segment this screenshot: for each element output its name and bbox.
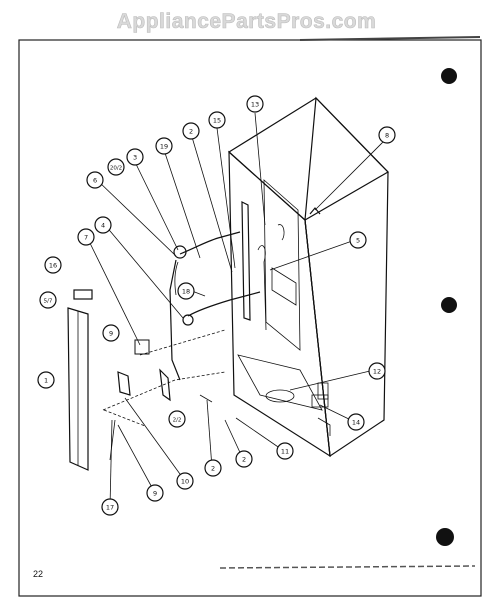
svg-text:8: 8 (385, 132, 389, 140)
svg-text:3: 3 (133, 154, 137, 162)
callout-4: 4 (94, 216, 112, 234)
svg-text:18: 18 (182, 288, 190, 296)
svg-text:1: 1 (44, 377, 48, 385)
callout-2: 2 (235, 450, 253, 468)
leader-lines (86, 112, 386, 508)
callout-17: 17 (101, 498, 119, 516)
svg-text:20/2: 20/2 (110, 166, 122, 172)
callout-5: 5 (349, 231, 367, 249)
callout-18: 18 (177, 282, 195, 300)
panel-clip (73, 289, 93, 300)
callout-9: 9 (102, 324, 120, 342)
svg-text:2: 2 (242, 456, 246, 464)
svg-text:9: 9 (153, 490, 157, 498)
svg-text:12: 12 (373, 368, 381, 376)
callout-6: 6 (86, 171, 104, 189)
callout-2-2: 2/2 (168, 410, 186, 428)
svg-text:14: 14 (352, 419, 360, 427)
svg-text:13: 13 (251, 101, 259, 109)
svg-text:17: 17 (106, 504, 114, 512)
callout-12: 12 (368, 362, 386, 380)
bottom-edge-noise (219, 565, 476, 569)
tubing-assembly (102, 231, 261, 461)
svg-text:11: 11 (281, 448, 289, 456)
callout-5-7: 5/7 (39, 291, 57, 309)
callout-14: 14 (347, 413, 365, 431)
svg-text:6: 6 (93, 177, 97, 185)
callout-10: 10 (176, 472, 194, 490)
callout-3: 3 (126, 148, 144, 166)
svg-text:9: 9 (109, 330, 113, 338)
svg-text:2: 2 (189, 128, 193, 136)
svg-text:5: 5 (356, 237, 360, 245)
svg-text:5/7: 5/7 (44, 299, 53, 305)
cabinet (228, 96, 389, 458)
callout-19: 19 (155, 137, 173, 155)
callout-13: 13 (246, 95, 264, 113)
callout-7: 7 (77, 228, 95, 246)
callout-11: 11 (276, 442, 294, 460)
callout-9: 9 (146, 484, 164, 502)
drain-tray (134, 339, 150, 355)
svg-text:15: 15 (213, 117, 221, 125)
binder-hole-middle (441, 297, 457, 313)
svg-text:2/2: 2/2 (173, 418, 182, 424)
side-panel (67, 289, 93, 471)
binder-hole-top (441, 68, 457, 84)
svg-text:4: 4 (101, 222, 105, 230)
svg-text:16: 16 (49, 262, 57, 270)
watermark: AppliancePartsPros.com (116, 10, 377, 34)
svg-text:10: 10 (181, 478, 189, 486)
callout-1: 1 (37, 371, 55, 389)
callout-8: 8 (378, 126, 396, 144)
svg-text:19: 19 (160, 143, 168, 151)
callout-16: 16 (44, 256, 62, 274)
callout-2: 2 (182, 122, 200, 140)
callout-20-2: 20/2 (107, 158, 125, 176)
svg-text:7: 7 (84, 234, 88, 242)
binder-hole-bottom (436, 528, 454, 546)
callout-15: 15 (208, 111, 226, 129)
top-edge-noise (299, 36, 481, 41)
page-border (18, 39, 482, 597)
callout-2: 2 (204, 459, 222, 477)
page-number: 22 (33, 569, 44, 579)
svg-text:2: 2 (211, 465, 215, 473)
